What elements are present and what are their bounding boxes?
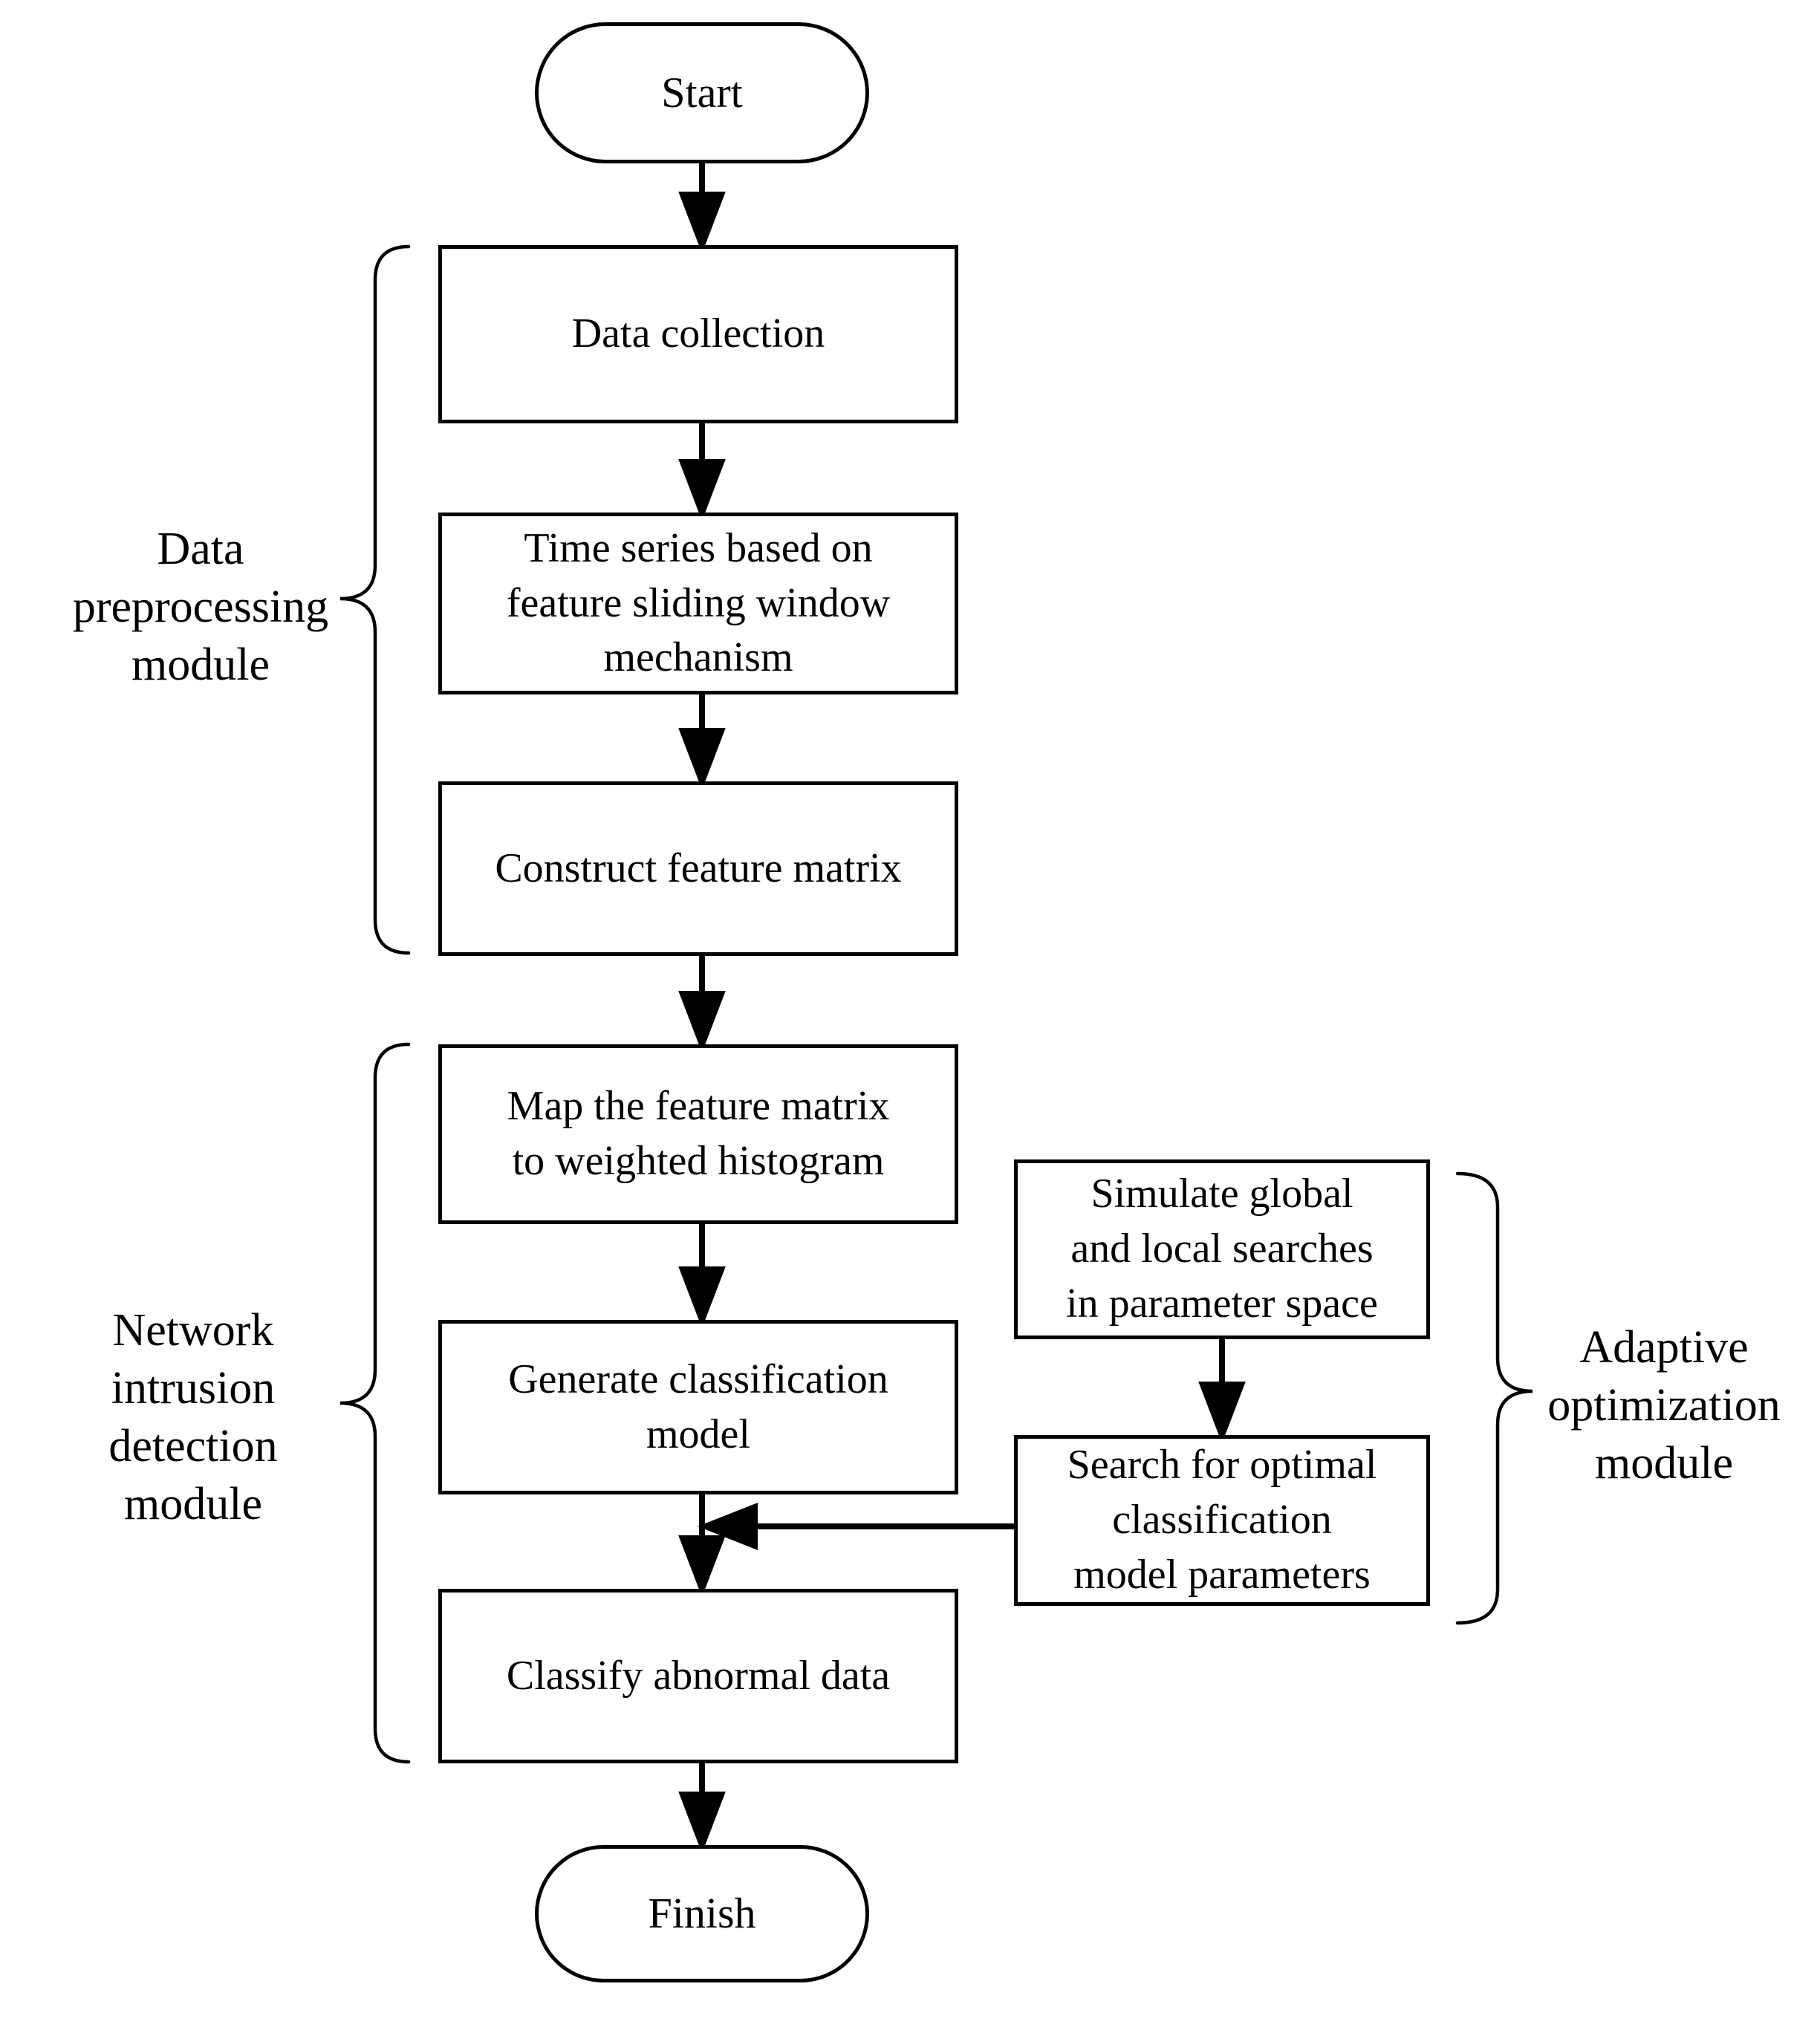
- node-map-feature-matrix: Map the feature matrix to weighted histo…: [438, 1044, 958, 1224]
- node-search-optimal-parameters: Search for optimal classification model …: [1014, 1435, 1430, 1606]
- brace-left-preprocessing-module: [339, 244, 411, 955]
- label-network-intrusion-detection-module: Network intrusion detection module: [108, 1305, 278, 1530]
- brace-left-network-intrusion-module: [339, 1042, 411, 1764]
- node-finish: Finish: [535, 1845, 869, 1982]
- arrowhead-map-to-generate: [678, 1266, 726, 1329]
- arrowhead-data-collection-to-time-series: [678, 459, 726, 521]
- arrowhead-start-to-data-collection: [678, 192, 726, 254]
- node-classify-abnormal-data: Classify abnormal data: [438, 1589, 958, 1763]
- node-data-collection: Data collection: [438, 245, 958, 423]
- arrowhead-time-series-to-construct: [678, 728, 726, 790]
- arrowhead-generate-to-classify: [678, 1535, 726, 1598]
- node-generate-classification-model: Generate classification model: [438, 1320, 958, 1494]
- arrowhead-construct-to-map: [678, 991, 726, 1053]
- arrowhead-classify-to-finish: [678, 1792, 726, 1854]
- arrowhead-search-to-junction: [698, 1503, 758, 1550]
- node-simulate-global-local-search: Simulate global and local searches in pa…: [1014, 1159, 1430, 1339]
- arrowhead-simulate-to-search: [1198, 1382, 1246, 1444]
- node-construct-feature-matrix: Construct feature matrix: [438, 781, 958, 956]
- brace-right-adaptive-optimization-module: [1455, 1171, 1533, 1625]
- label-data-preprocessing-module: Data preprocessing module: [72, 524, 329, 691]
- label-adaptive-optimization-module: Adaptive optimization module: [1547, 1322, 1781, 1489]
- node-time-series: Time series based on feature sliding win…: [438, 513, 958, 694]
- node-start: Start: [535, 22, 869, 163]
